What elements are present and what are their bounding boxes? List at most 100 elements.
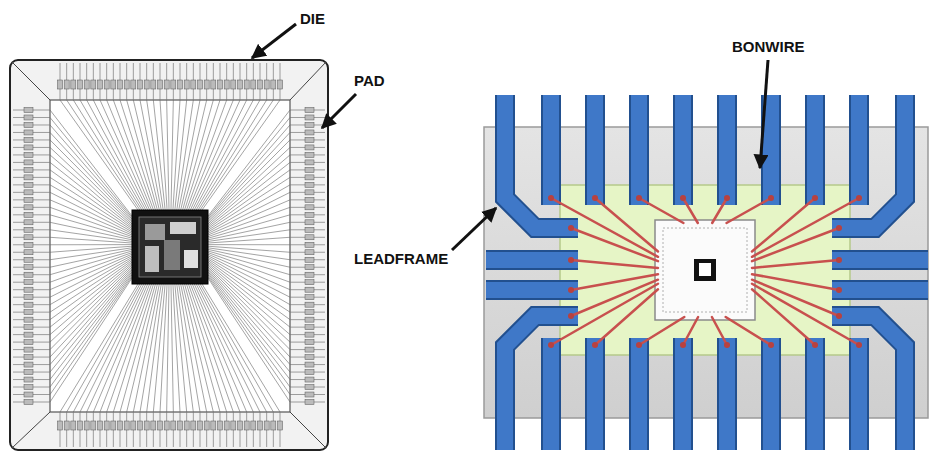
bond-pad <box>118 80 123 89</box>
bond-wire <box>140 284 161 412</box>
bond-pad <box>24 302 33 307</box>
bond-pad <box>158 421 163 430</box>
bond-pad <box>305 272 314 277</box>
part-label: LEADFRAME <box>352 250 450 268</box>
bond-wire <box>192 100 246 210</box>
bond-wire <box>50 237 132 243</box>
bond-pad <box>305 257 314 262</box>
bond-wire <box>50 155 132 226</box>
lead-outline <box>673 95 693 205</box>
lead <box>719 338 735 450</box>
bond-pad <box>24 122 33 127</box>
bond-wire <box>50 273 132 379</box>
bond-wire <box>185 100 220 210</box>
bond-wire <box>639 317 684 345</box>
corner-line <box>12 62 50 100</box>
bond-wire <box>208 261 290 320</box>
bond-wire <box>752 260 839 268</box>
bond-pad <box>278 80 283 89</box>
bond-pad <box>238 80 243 89</box>
bond-wire <box>177 100 194 210</box>
bond-wire <box>208 276 290 394</box>
lead <box>719 95 735 205</box>
bond-pad <box>24 250 33 255</box>
bond-wire <box>167 100 169 210</box>
bond-wire <box>50 267 132 350</box>
lead <box>543 338 559 450</box>
bond-pad <box>171 421 176 430</box>
bond-pad <box>264 421 269 430</box>
bond-pad <box>24 377 33 382</box>
chip-core-detail <box>699 263 711 276</box>
bond-pad <box>305 332 314 337</box>
bond-pad <box>24 220 33 225</box>
bond-pad <box>24 370 33 375</box>
bond-wire <box>160 100 167 210</box>
bond-pad <box>278 421 283 430</box>
bond-pad <box>305 205 314 210</box>
bond-wire <box>50 177 132 230</box>
bond-wire <box>208 257 290 304</box>
bond-wire <box>752 228 839 261</box>
bond-pad <box>24 272 33 277</box>
lead-outline <box>629 338 649 450</box>
bond-wire <box>50 270 132 365</box>
bond-wire <box>208 177 290 230</box>
bond-pad <box>24 347 33 352</box>
bond-pad <box>98 421 103 430</box>
bond-pad <box>24 205 33 210</box>
bond-pad <box>24 385 33 390</box>
chip-block <box>170 222 196 234</box>
bond-pad <box>164 80 169 89</box>
lead-outline <box>761 338 781 450</box>
lead <box>832 282 928 298</box>
bond-pad <box>305 310 314 315</box>
bond-wire <box>727 198 771 223</box>
part-label: PAD <box>352 72 387 90</box>
bond-pad <box>24 145 33 150</box>
bond-pad <box>305 227 314 232</box>
bond-point <box>812 342 818 348</box>
bond-wire <box>595 289 658 345</box>
bond-wire <box>752 284 859 345</box>
bond-wire <box>683 317 698 345</box>
bond-pad <box>24 108 33 113</box>
bond-pad <box>151 80 156 89</box>
bond-wire <box>752 289 815 345</box>
bond-wire <box>683 198 698 223</box>
chip <box>132 210 208 284</box>
bond-pad <box>305 302 314 307</box>
bond-wire <box>50 275 132 387</box>
bond-pad <box>24 137 33 142</box>
bond-pad <box>191 80 196 89</box>
bond-pad <box>24 235 33 240</box>
bond-point <box>568 257 574 263</box>
bond-wire <box>571 280 658 316</box>
leader-arrow <box>322 94 356 128</box>
chip-core <box>139 217 201 277</box>
bond-wire <box>50 248 132 260</box>
bond-wire <box>198 100 267 210</box>
bond-wire <box>595 198 658 252</box>
bond-pad <box>178 80 183 89</box>
bond-point <box>568 225 574 231</box>
bond-pad <box>24 167 33 172</box>
bond-pad <box>144 80 149 89</box>
bond-pad <box>305 175 314 180</box>
lead-outline <box>832 250 928 270</box>
bond-wire <box>551 198 658 257</box>
bond-wire <box>208 272 290 372</box>
bond-point <box>592 195 598 201</box>
bond-wire <box>208 246 290 252</box>
bond-pad <box>24 287 33 292</box>
bond-wire <box>50 261 132 320</box>
bond-wire <box>208 275 290 387</box>
corner-line <box>290 62 326 100</box>
bond-pad <box>124 80 129 89</box>
bond-pad <box>305 250 314 255</box>
die-paddle <box>560 185 850 355</box>
bond-pad <box>24 152 33 157</box>
bond-wire <box>208 170 290 229</box>
bond-wire <box>50 222 132 240</box>
